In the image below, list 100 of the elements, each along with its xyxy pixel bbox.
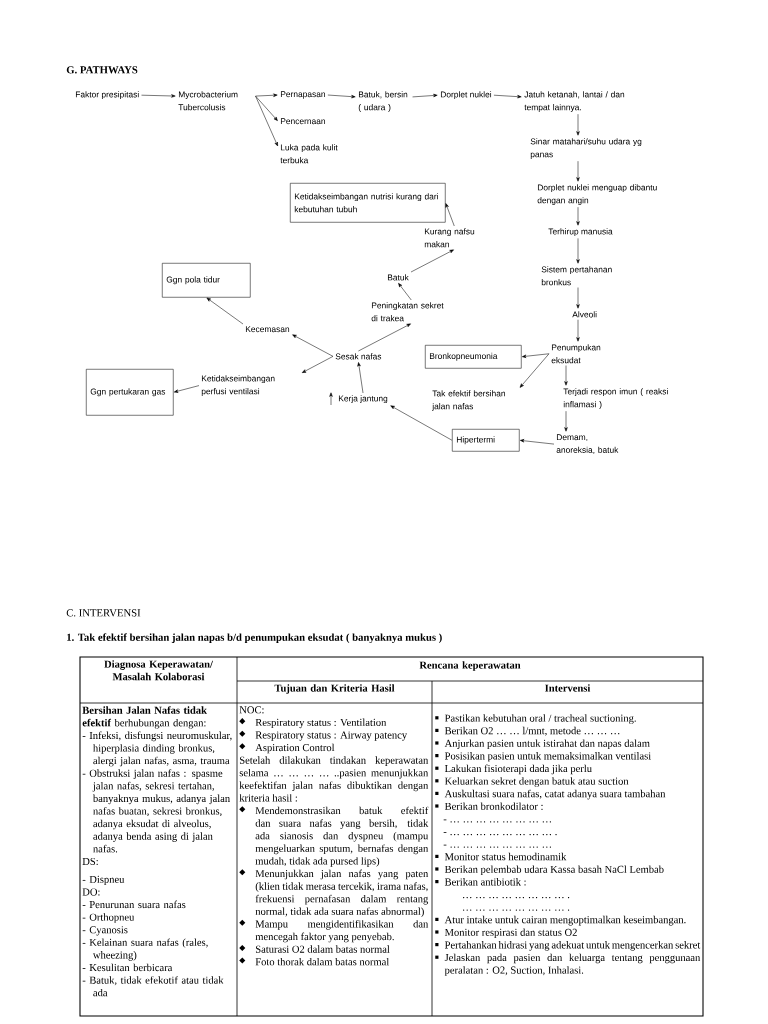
pathway-text: Kurang nafsu makan bbox=[424, 228, 475, 248]
pathway-text: Peningkatan sekret di trakea bbox=[371, 302, 444, 322]
pathway-text: Kerja jantung bbox=[338, 395, 388, 404]
list-item: - Orthopneu bbox=[82, 913, 135, 923]
pathway-text: Sesak nafas bbox=[335, 353, 382, 360]
pathway-box: Ggn pertukaran gas bbox=[86, 369, 174, 416]
arrow bbox=[206, 297, 244, 325]
pathway-box: Ggn pola tidur bbox=[162, 263, 251, 298]
column-heading: Rencana keperawatan bbox=[419, 661, 521, 671]
list-item: - Kesulitan berbicara bbox=[82, 963, 173, 972]
list-item: Jelaskan pada pasien dan keluarga tentang penggunaan peralatan : O2, Suction, Inhalasi. bbox=[444, 953, 701, 976]
fill-in-line: - … … … … … … … … bbox=[443, 819, 551, 823]
arrow bbox=[327, 94, 356, 99]
arrow bbox=[576, 238, 580, 264]
arrow bbox=[445, 203, 455, 227]
pathway-text: Faktor presipitasi bbox=[75, 91, 139, 100]
pathway-box: Hipertermi bbox=[452, 429, 520, 452]
heading: G. PATHWAYS bbox=[66, 66, 138, 74]
pathway-text: Tak efektif bersihan jalan nafas bbox=[432, 390, 505, 411]
arrow bbox=[564, 410, 568, 432]
arrow bbox=[255, 93, 278, 97]
arrow bbox=[576, 206, 580, 226]
pathway-text: Demam, anoreksia, batuk bbox=[556, 434, 619, 454]
arrow bbox=[292, 334, 334, 357]
arrow bbox=[255, 95, 278, 121]
cell-text: Setelah dilakukan tindakan keperawatan selama … … … … ..pasien menunjukkan keefektifan jalan nafas dibuktikan dengan kriteria hasil : bbox=[239, 756, 429, 802]
arrow bbox=[576, 113, 580, 136]
arrow bbox=[358, 323, 411, 352]
column-heading: Intervensi bbox=[545, 684, 591, 692]
list-item: Respiratory status : Airway patency bbox=[255, 731, 408, 741]
list-item: - Kelainan suara nafas (rales, wheezing) bbox=[82, 938, 208, 961]
list-item: Pertahankan hidrasi yang adekuat untuk mengencerkan sekret bbox=[444, 941, 701, 951]
pathway-text: Batuk, bersin ( udara ) bbox=[358, 91, 408, 112]
arrow bbox=[357, 362, 364, 394]
arrow bbox=[141, 94, 176, 98]
pathway-box: Ketidakseimbangan nutrisi kurang dari kebutuhan tubuh bbox=[290, 183, 446, 223]
pathway-box: Bronkopneumonia bbox=[425, 345, 522, 369]
arrow bbox=[564, 365, 568, 386]
arrow bbox=[412, 93, 438, 98]
column-heading: Diagnosa Keperawatan/ Masalah Kolaborasi bbox=[104, 660, 213, 681]
list-item: Monitor respirasi dan status O2 bbox=[444, 928, 577, 938]
arrow bbox=[519, 353, 550, 388]
list-item: Atur intake untuk cairan mengoptimalkan keseimbangan. bbox=[444, 915, 686, 926]
arrow bbox=[174, 385, 200, 393]
arrow bbox=[255, 95, 278, 147]
column-heading: Tujuan dan Kriteria Hasil bbox=[274, 684, 395, 694]
cell-text: DS: bbox=[82, 857, 98, 866]
fill-in-line: - … … … … … … … … . bbox=[443, 832, 557, 836]
pathway-text: Jatuh ketanah, lantai / dan tempat lainnya. bbox=[524, 91, 625, 112]
arrow bbox=[390, 405, 453, 441]
list-item: Saturasi O2 dalam batas normal bbox=[256, 945, 390, 953]
pathway-text: Luka pada kulit terbuka bbox=[280, 144, 338, 164]
arrow bbox=[398, 283, 412, 301]
pathway-text: Pencernaan bbox=[280, 118, 325, 125]
list-item: Pastikan kebutuhan oral / tracheal suctioning. bbox=[444, 714, 636, 724]
list-item: - Dispneu bbox=[82, 875, 125, 886]
list-item: Lakukan fisioterapi dada jika perlu bbox=[444, 764, 592, 775]
arrow bbox=[493, 94, 522, 99]
pathway-text: Kecemasan bbox=[245, 326, 290, 333]
cell-text: DO: bbox=[82, 888, 100, 896]
pathway-text: Terjadi respon imun ( reaksi inflamasi ) bbox=[563, 388, 668, 409]
pathway-text: Alveoli bbox=[572, 311, 597, 318]
list-item: Berikan O2 … … l/mnt, metode … … … bbox=[444, 726, 620, 736]
list-item: Mendemonstrasikan batuk efektif dan suara nafas yang bersih, tidak ada sianosis dan dyspneu (mampu mengeluarkan sputum, bernafas dengan mudah, tidak ada pursed lips) bbox=[255, 806, 429, 867]
list-item: Posisikan pasien untuk memaksimalkan ventilasi bbox=[444, 752, 651, 762]
heading: C. INTERVENSI bbox=[66, 609, 141, 617]
heading: 1. Tak efektif bersihan jalan napas b/d penumpukan eksudat ( banyaknya mukus ) bbox=[67, 633, 442, 644]
list-item: Auskultasi suara nafas, catat adanya suara tambahan bbox=[444, 789, 666, 800]
list-item: Anjurkan pasien untuk istirahat dan napas dalam bbox=[444, 739, 650, 749]
list-item: Menunjukkan jalan nafas yang paten (klien tidak merasa tercekik, irama nafas, frekuensi pernafasan dalam rentang normal, tidak ada suara nafas abnormal) bbox=[255, 869, 429, 918]
pathway-text: Penumpukan eksudat bbox=[551, 344, 601, 364]
list-item: Monitor status hemodinamik bbox=[444, 852, 567, 861]
list-item: - Penurunan suara nafas bbox=[82, 900, 186, 909]
fill-in-line: … … … … … … … … . bbox=[463, 909, 570, 911]
arrow bbox=[576, 160, 580, 182]
pathway-text: Sinar matahari/suhu udara yg panas bbox=[530, 138, 642, 159]
list-item: Berikan bronkodilator : bbox=[444, 802, 543, 810]
arrow bbox=[576, 319, 580, 342]
pathway-text: Dorplet nuklei menguap dibantu dengan angin bbox=[537, 184, 657, 205]
pathway-text: Dorplet nuklei bbox=[440, 91, 492, 100]
arrow bbox=[576, 287, 580, 309]
arrow bbox=[301, 356, 334, 373]
list-item: Berikan antibiotik : bbox=[444, 878, 526, 886]
pathway-text: Batuk bbox=[387, 274, 409, 281]
list-item: - Infeksi, disfungsi neuromuskular, hiperplasia dinding bronkus, alergi jalan nafas, asma, trauma bbox=[82, 731, 232, 767]
list-item: Berikan pelembab udara Kassa basah NaCl Lembab bbox=[444, 865, 664, 875]
list-item: - Obstruksi jalan nafas : spasme jalan nafas, sekresi tertahan, banyaknya mukus, adanya jalan nafas buatan, sekresi bronkus, adanya eksudat di alveolus, adanya benda asing di jalan nafas. bbox=[82, 769, 230, 853]
arrow bbox=[410, 249, 454, 273]
pathway-text: Ketidakseimbangan perfusi ventilasi bbox=[201, 375, 275, 396]
list-item: Respiratory status : Ventilation bbox=[255, 718, 387, 729]
list-item: - Batuk, tidak efekotif atau tidak ada bbox=[82, 976, 224, 997]
pathway-text: Sistem pertahanan bronkus bbox=[541, 266, 612, 286]
list-item: Mampu mengidentifikasikan dan mencegah faktor yang penyebab. bbox=[255, 920, 429, 943]
arrow bbox=[522, 353, 550, 358]
fill-in-line: - … … … … … … … … bbox=[443, 844, 551, 848]
fill-in-line: … … … … … … … … . bbox=[463, 896, 570, 899]
arrow bbox=[520, 439, 555, 445]
list-item: Aspiration Control bbox=[255, 743, 335, 754]
pathway-text: Terhirup manusia bbox=[548, 228, 613, 237]
cell-text: NOC: bbox=[239, 706, 264, 714]
